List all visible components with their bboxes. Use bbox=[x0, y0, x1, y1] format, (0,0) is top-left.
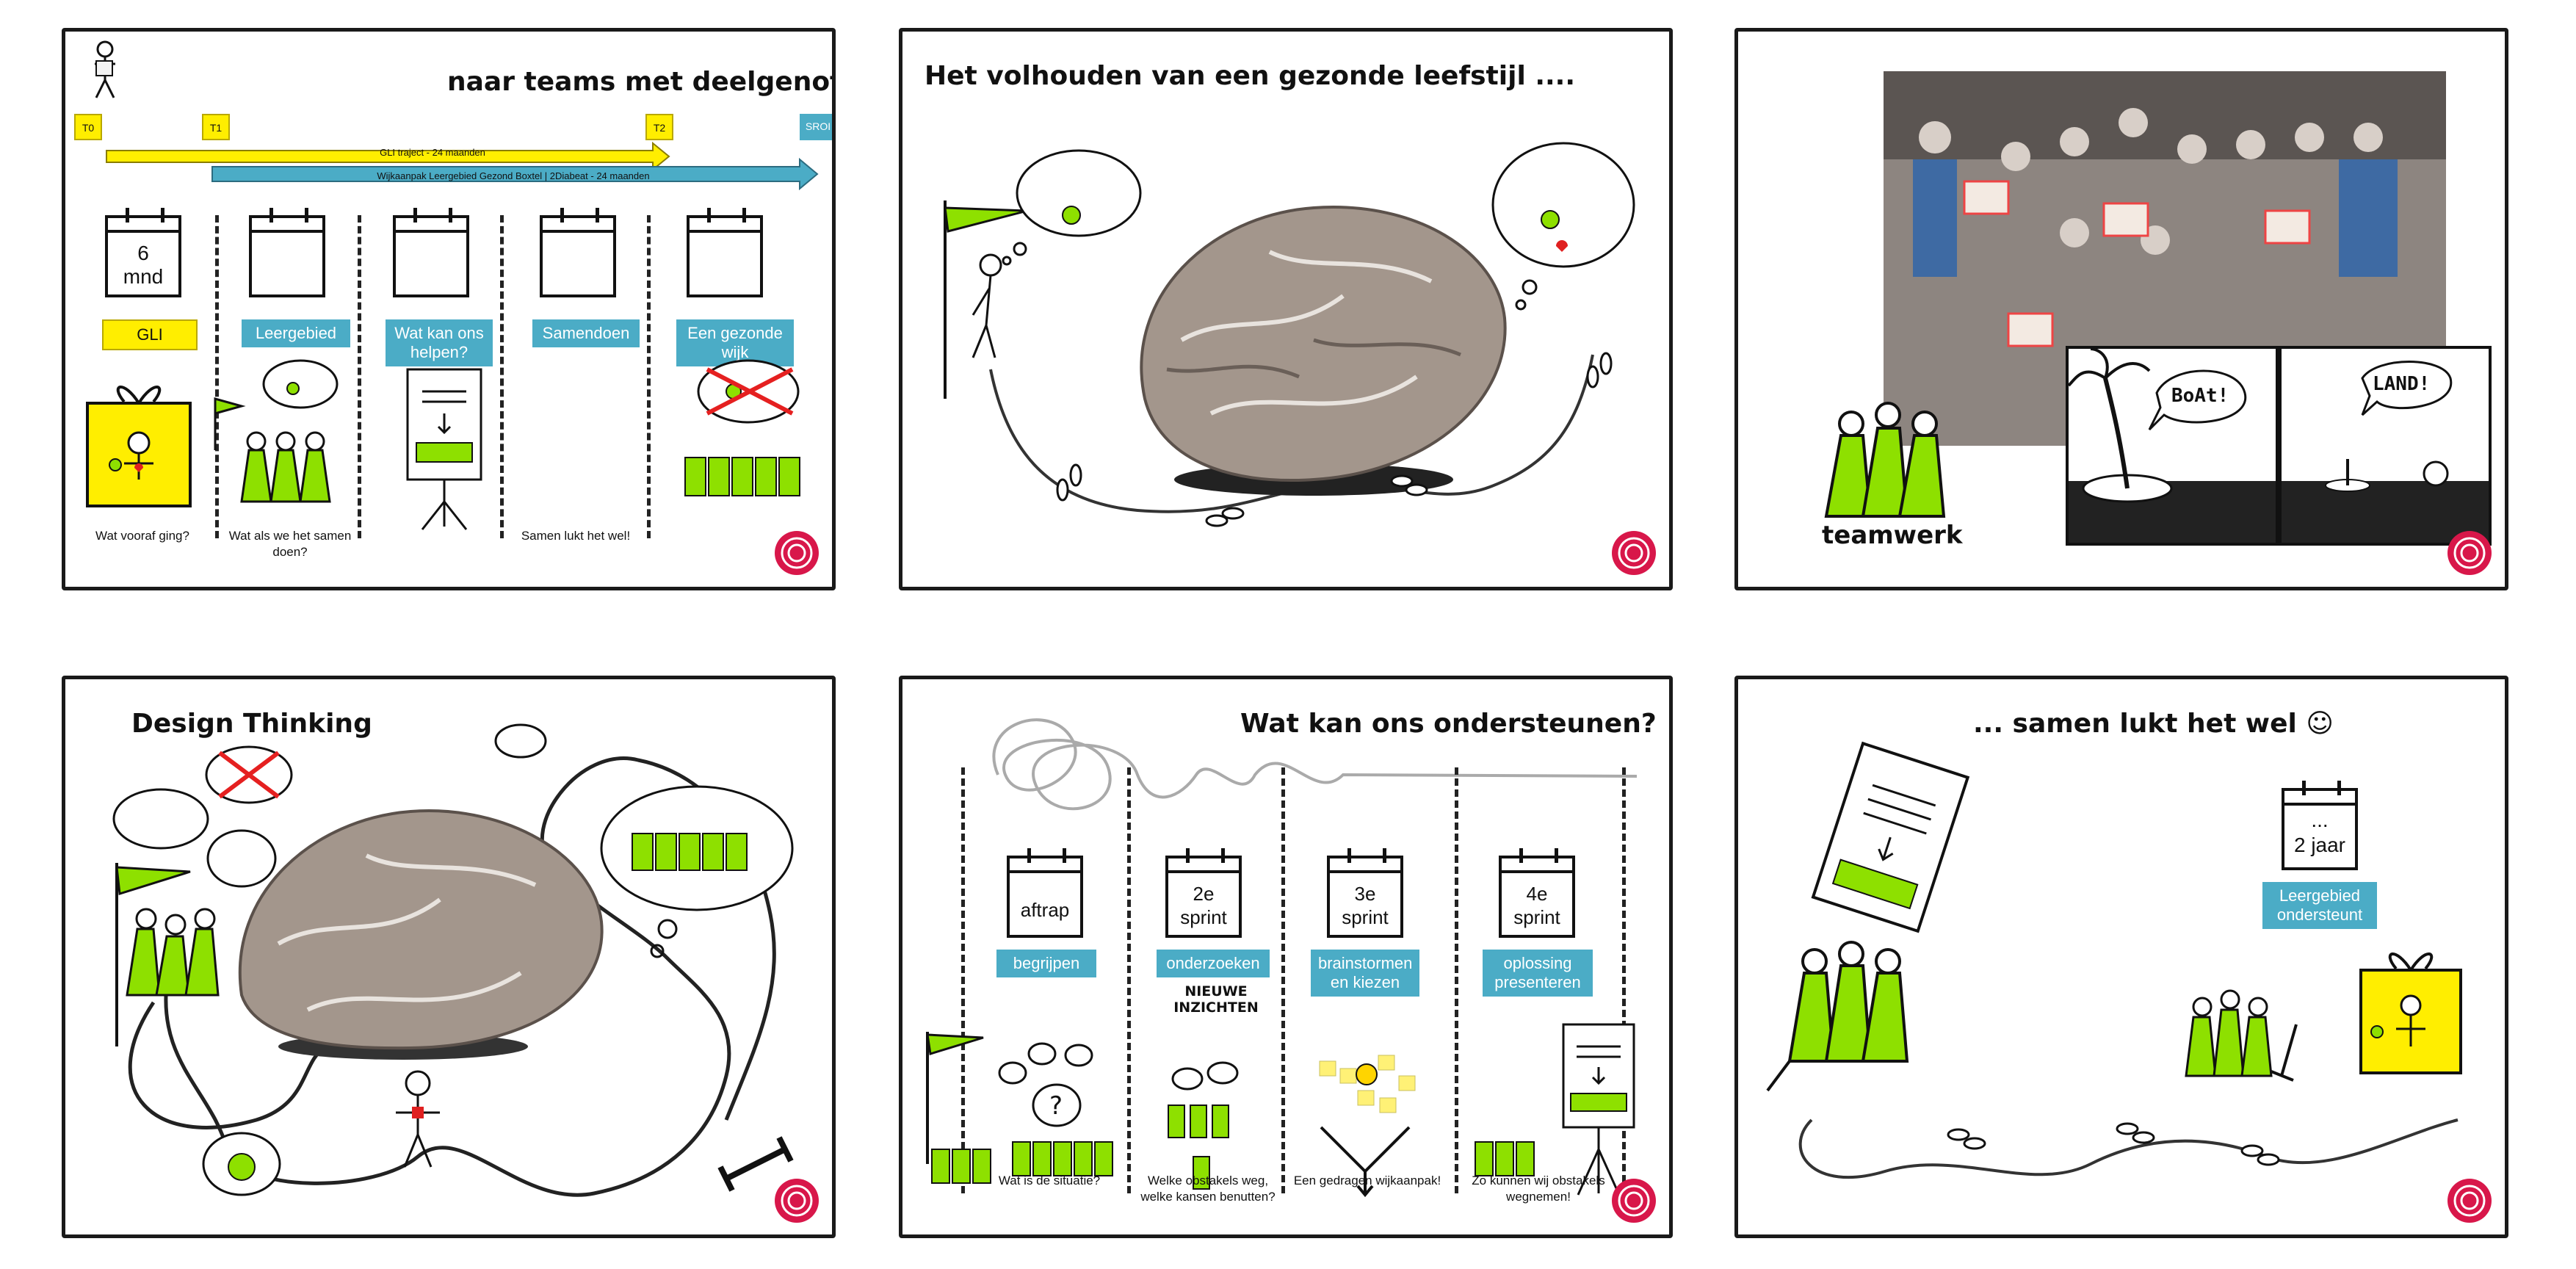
milestone-t2: T2 bbox=[645, 114, 673, 140]
calendar-text: 6 mnd bbox=[123, 242, 164, 288]
column-tag-gezonde-wijk: Een gezonde wijk bbox=[676, 319, 794, 366]
slide-title: Wat kan ons ondersteunen? bbox=[1240, 709, 1657, 739]
teamwerk-caption: teamwerk bbox=[1822, 521, 1963, 550]
slide-title: ... samen lukt het wel ☺ bbox=[1973, 709, 2334, 739]
sprint-tag-brainstormen: brainstormen en kiezen bbox=[1311, 950, 1419, 997]
sprint-illustrations: ? bbox=[926, 1023, 1635, 1198]
team-group-icon bbox=[1824, 402, 1946, 518]
healthy-community-icon bbox=[684, 359, 800, 496]
comic-panel-land: LAND! bbox=[2279, 346, 2492, 546]
island-comic-left: BoAt! bbox=[2067, 347, 2276, 543]
slide-1: naar teams met deelgenoten T0 T1 T2 SROI… bbox=[62, 28, 836, 590]
milestone-t0: T0 bbox=[74, 114, 102, 140]
column-tag-samendoen: Samendoen bbox=[532, 319, 640, 347]
scribble-line bbox=[992, 718, 1638, 811]
calendar-text: 2e sprint bbox=[1180, 883, 1227, 928]
slide-title: Het volhouden van een gezonde leefstijl … bbox=[925, 61, 1576, 91]
calendar-aftrap: aftrap bbox=[1007, 848, 1083, 938]
slide-6: ... samen lukt het wel ☺ ... 2 jaar Leer… bbox=[1734, 676, 2508, 1238]
logo-icon bbox=[1612, 531, 1656, 575]
calendar-4e-sprint: 4e sprint bbox=[1499, 848, 1575, 938]
caption-wat-vooraf: Wat vooraf ging? bbox=[95, 529, 189, 543]
logo-icon bbox=[1612, 1179, 1656, 1223]
sprint-tag-begrijpen: begrijpen bbox=[996, 950, 1096, 977]
team-thinking-icon bbox=[214, 359, 339, 503]
slide-title: naar teams met deelgenoten bbox=[447, 67, 832, 97]
slide-title: Design Thinking bbox=[131, 709, 372, 739]
milestone-t1: T1 bbox=[202, 114, 230, 140]
calendar-6-mnd: 6 mnd bbox=[105, 208, 181, 297]
calendar-empty bbox=[687, 208, 763, 297]
sprint-tag-oplossing: oplossing presenteren bbox=[1483, 950, 1593, 997]
calendar-top-text: ... bbox=[2311, 809, 2329, 831]
caption-samen-doen: Wat als we het samen doen? bbox=[228, 529, 352, 559]
success-illustration bbox=[1766, 741, 2462, 1179]
calendar-text: aftrap bbox=[1020, 899, 1070, 921]
column-tag-leergebied: Leergebied bbox=[242, 319, 350, 347]
island-comic-right: LAND! bbox=[2282, 361, 2489, 543]
slide-3: BoAt! LAND! teamwerk bbox=[1734, 28, 2508, 590]
comic-panel-boat: BoAt! bbox=[2066, 346, 2279, 546]
comic-left-text: BoAt! bbox=[2171, 385, 2229, 407]
caption-wegnemen: Zo kunnen wij obstakels wegnemen! bbox=[1472, 1174, 1605, 1204]
calendar-2-jaar: ... 2 jaar bbox=[2282, 781, 2358, 870]
calendar-text: 3e sprint bbox=[1342, 883, 1389, 928]
timeline-arrows bbox=[106, 141, 819, 191]
gli-bar-label: GLI traject - 24 maanden bbox=[380, 147, 485, 158]
gift-box-icon bbox=[86, 386, 192, 507]
logo-icon bbox=[775, 1179, 819, 1223]
calendar-3e-sprint: 3e sprint bbox=[1327, 848, 1403, 938]
calendar-bottom-text: 2 jaar bbox=[2293, 834, 2346, 856]
nieuwe-inzichten-label: NIEUWE INZICHTEN bbox=[1173, 983, 1259, 1016]
column-tag-gli: GLI bbox=[102, 319, 198, 350]
caption-situatie: Wat is de situatie? bbox=[998, 1174, 1101, 1187]
calendar-empty bbox=[249, 208, 325, 297]
caption-wijkaanpak: Een gedragen wijkaanpak! bbox=[1293, 1174, 1441, 1187]
coach-figure-icon bbox=[95, 40, 115, 98]
caption-samen-lukt: Samen lukt het wel! bbox=[521, 529, 631, 543]
sprint-tag-onderzoeken: onderzoeken bbox=[1157, 950, 1270, 977]
caption-obstakels: Welke obstakels weg, welke kansen benutt… bbox=[1140, 1174, 1276, 1204]
slide-5: Wat kan ons ondersteunen? aftrap 2e spri… bbox=[899, 676, 1673, 1238]
slide-2: Het volhouden van een gezonde leefstijl … bbox=[899, 28, 1673, 590]
svg-text:?: ? bbox=[1049, 1091, 1063, 1121]
calendar-text: 4e sprint bbox=[1513, 883, 1560, 928]
calendar-2e-sprint: 2e sprint bbox=[1165, 848, 1242, 938]
calendar-empty bbox=[393, 208, 469, 297]
boulder-journey-illustration bbox=[944, 142, 1635, 527]
calendar-empty bbox=[540, 208, 616, 297]
design-thinking-illustration bbox=[112, 723, 794, 1197]
logo-icon bbox=[2447, 1179, 2492, 1223]
logo-icon bbox=[2447, 531, 2492, 575]
slide-4: Design Thinking bbox=[62, 676, 836, 1238]
flipchart-icon bbox=[406, 368, 482, 530]
leergebied-ondersteunt-tag: Leergebied ondersteunt bbox=[2262, 882, 2377, 929]
wijkaanpak-bar-label: Wijkaanpak Leergebied Gezond Boxtel | 2D… bbox=[377, 170, 650, 181]
comic-right-text: LAND! bbox=[2373, 373, 2430, 395]
logo-icon bbox=[775, 531, 819, 575]
column-tag-wat-kan: Wat kan ons helpen? bbox=[386, 319, 493, 366]
milestone-sroi: SROI bbox=[800, 114, 832, 140]
